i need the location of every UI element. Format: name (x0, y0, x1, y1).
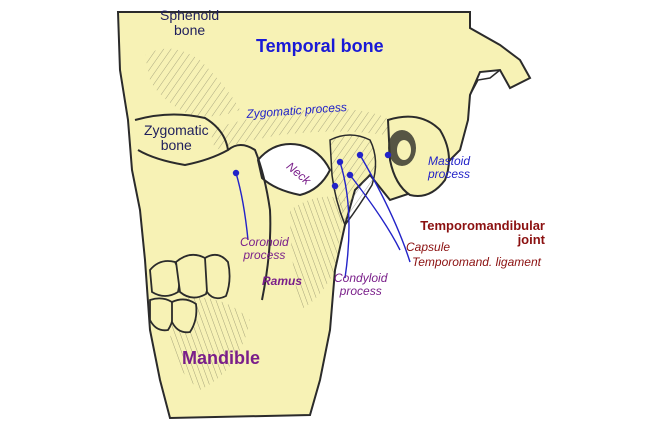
ligament-pointer (359, 154, 411, 263)
sigmoid-notch (256, 143, 332, 197)
temporomandibular-ligament-label: Temporomand. ligament (412, 255, 541, 269)
mastoid-dot (384, 151, 392, 159)
coronoid-dot (232, 169, 240, 177)
ramus-label: Ramus (262, 274, 303, 288)
condyloid-process-label: Condyloid process (334, 271, 388, 299)
sphenoid-bone-label: Sphenoid bone (160, 7, 220, 39)
zygomatic-bone-label: Zygomatic bone (144, 122, 209, 154)
capsule-dot (346, 171, 354, 179)
cut-edge (469, 69, 501, 96)
coronoid-outline (227, 144, 272, 301)
neck-dot (331, 182, 339, 190)
ligament-dot (356, 151, 364, 159)
zygomatic-outline (134, 113, 230, 167)
ear-canal-inner (397, 140, 411, 160)
capsule-label: Capsule (406, 240, 451, 254)
ramus-shading (290, 196, 345, 310)
mandible-label: Mandible (182, 348, 261, 368)
condyloid-dot (336, 158, 344, 166)
pointer-lines (232, 151, 411, 279)
capsule-pointer (349, 174, 401, 251)
coronoid-process-label: Coronoid process (240, 235, 289, 263)
mastoid-process-label: Mastoid process (428, 154, 471, 182)
condyloid-pointer (339, 161, 350, 279)
sphenoid-shading (145, 48, 240, 117)
zygomatic-arch-shading (210, 108, 390, 150)
coronoid-pointer (235, 172, 249, 241)
condyle-shape (329, 134, 377, 227)
temporomandibular-joint-label: Temporomandibular joint (420, 218, 545, 248)
teeth (149, 253, 231, 334)
temporal-bone-label: Temporal bone (256, 36, 384, 56)
